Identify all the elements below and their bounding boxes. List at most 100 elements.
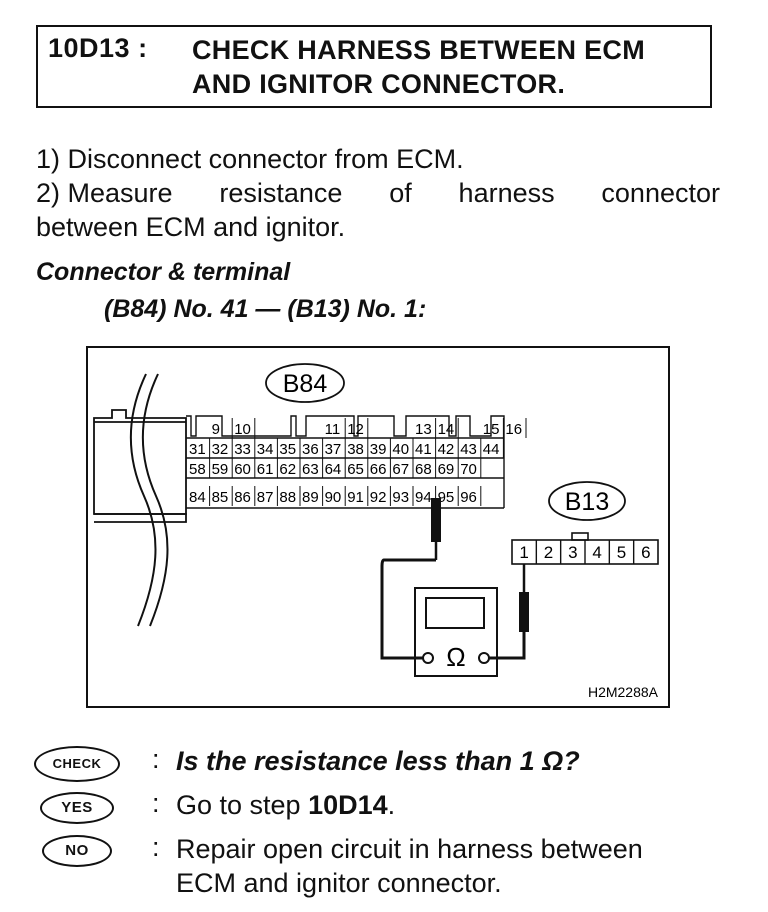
ecm-terminal-61: 61 xyxy=(257,461,274,478)
ecm-terminal-34: 34 xyxy=(257,441,274,458)
ecm-terminal-96: 96 xyxy=(460,489,477,506)
step-id: 10D13 : xyxy=(48,33,148,63)
ecm-terminal-13: 13 xyxy=(415,421,432,438)
ecm-terminal-9: 9 xyxy=(212,421,220,438)
ecm-terminal-15: 15 xyxy=(483,421,500,438)
ecm-terminal-32: 32 xyxy=(212,441,229,458)
ecm-terminal-69: 69 xyxy=(438,461,455,478)
ecm-terminal-63: 63 xyxy=(302,461,319,478)
ecm-terminal-42: 42 xyxy=(438,441,455,458)
step-title-line1: CHECK HARNESS BETWEEN ECM xyxy=(192,35,646,65)
yes-colon: : xyxy=(152,788,160,818)
harness-curve xyxy=(129,373,157,627)
yes-badge: YES xyxy=(40,792,114,824)
check-badge: CHECK xyxy=(34,746,120,782)
ecm-connector-body xyxy=(93,409,187,523)
no-colon: : xyxy=(152,832,160,862)
check-question: Is the resistance less than 1 Ω? xyxy=(176,746,580,776)
yes-row: YES : Go to step 10D14. xyxy=(34,786,734,826)
ecm-terminal-66: 66 xyxy=(370,461,387,478)
ecm-terminal-44: 44 xyxy=(483,441,500,458)
step-title: CHECK HARNESS BETWEEN ECM AND IGNITOR CO… xyxy=(192,33,702,101)
ecm-label-oval xyxy=(265,363,345,403)
ecm-terminal-90: 90 xyxy=(325,489,342,506)
ecm-terminal-36: 36 xyxy=(302,441,319,458)
step-title-line2: AND IGNITOR CONNECTOR. xyxy=(192,69,566,99)
no-action-line1: Repair open circuit in harness between xyxy=(176,834,643,864)
lead-wire-left xyxy=(380,558,436,660)
yes-step-link: 10D14 xyxy=(308,790,388,820)
ecm-terminal-70: 70 xyxy=(460,461,477,478)
ignitor-pin-3: 3 xyxy=(568,543,577,562)
ecm-label: B84 xyxy=(283,370,328,398)
ecm-terminal-41: 41 xyxy=(415,441,432,458)
ecm-terminal-33: 33 xyxy=(234,441,251,458)
ignitor-pin-1: 1 xyxy=(519,543,528,562)
ecm-terminal-62: 62 xyxy=(279,461,296,478)
ecm-terminal-85: 85 xyxy=(212,489,229,506)
ecm-terminal-91: 91 xyxy=(347,489,364,506)
ecm-terminal-16: 16 xyxy=(505,421,522,438)
instruction-2-word: 2) Measure xyxy=(36,178,173,208)
ecm-terminal-38: 38 xyxy=(347,441,364,458)
check-row: CHECK : Is the resistance less than 1 Ω? xyxy=(34,742,734,782)
ignitor-pin-4: 4 xyxy=(592,543,601,562)
yes-action: Go to step 10D14. xyxy=(176,788,736,822)
connector-terminal-pair: (B84) No. 41 — (B13) No. 1: xyxy=(104,295,427,323)
ignitor-pin-6: 6 xyxy=(641,543,650,562)
ignitor-label-oval xyxy=(548,481,626,521)
ignitor-probe xyxy=(519,592,529,632)
no-action: Repair open circuit in harness between E… xyxy=(176,832,736,900)
instruction-2-word: connector xyxy=(601,178,720,208)
ecm-terminal-11: 11 xyxy=(325,421,341,438)
instruction-2-word: resistance xyxy=(219,178,343,208)
ecm-terminal-89: 89 xyxy=(302,489,319,506)
ecm-terminal-58: 58 xyxy=(189,461,206,478)
ecm-terminal-93: 93 xyxy=(392,489,409,506)
no-badge: NO xyxy=(42,835,112,867)
instruction-2-word: of xyxy=(389,178,412,208)
ecm-terminal-40: 40 xyxy=(392,441,409,458)
no-row: NO : Repair open circuit in harness betw… xyxy=(34,830,734,898)
ecm-terminal-43: 43 xyxy=(460,441,477,458)
no-action-line2: ECM and ignitor connector. xyxy=(176,868,502,898)
ecm-terminal-84: 84 xyxy=(189,489,206,506)
ignitor-pin-5: 5 xyxy=(617,543,626,562)
diagram-frame xyxy=(86,346,670,708)
figure-code: H2M2288A xyxy=(588,684,659,700)
ecm-terminal-92: 92 xyxy=(370,489,387,506)
check-colon: : xyxy=(152,744,160,774)
ecm-terminal-86: 86 xyxy=(234,489,251,506)
harness-curve xyxy=(141,373,169,627)
ecm-terminal-37: 37 xyxy=(325,441,342,458)
ecm-terminal-65: 65 xyxy=(347,461,364,478)
ecm-terminal-68: 68 xyxy=(415,461,432,478)
ohmmeter xyxy=(414,587,498,677)
ecm-terminal-14: 14 xyxy=(438,421,455,438)
ecm-terminal-10: 10 xyxy=(234,421,251,438)
ecm-terminal-94: 94 xyxy=(415,489,432,506)
lead-wire-right xyxy=(489,622,526,660)
step-title-box: 10D13 : CHECK HARNESS BETWEEN ECM AND IG… xyxy=(36,25,712,108)
connector-heading: Connector & terminal xyxy=(36,258,291,286)
ignitor-pin-2: 2 xyxy=(544,543,553,562)
ohm-symbol: Ω xyxy=(446,642,465,672)
ecm-terminal-88: 88 xyxy=(279,489,296,506)
ecm-terminal-59: 59 xyxy=(212,461,229,478)
instruction-2: 2) Measure resistance of harness connect… xyxy=(36,176,726,210)
yes-prefix: Go to step xyxy=(176,790,309,820)
ecm-terminal-12: 12 xyxy=(347,421,364,438)
instruction-1: 1) Disconnect connector from ECM. xyxy=(36,144,464,174)
ecm-terminal-35: 35 xyxy=(279,441,296,458)
ecm-terminal-64: 64 xyxy=(325,461,342,478)
instruction-2-word: harness xyxy=(458,178,555,208)
ecm-terminal-87: 87 xyxy=(257,489,274,506)
ecm-terminal-67: 67 xyxy=(392,461,409,478)
instruction-2-cont: between ECM and ignitor. xyxy=(36,212,346,242)
ecm-terminal-39: 39 xyxy=(370,441,387,458)
ignitor-label: B13 xyxy=(565,488,609,516)
ecm-terminal-95: 95 xyxy=(438,489,455,506)
yes-suffix: . xyxy=(387,790,396,820)
ecm-probe xyxy=(431,498,441,542)
